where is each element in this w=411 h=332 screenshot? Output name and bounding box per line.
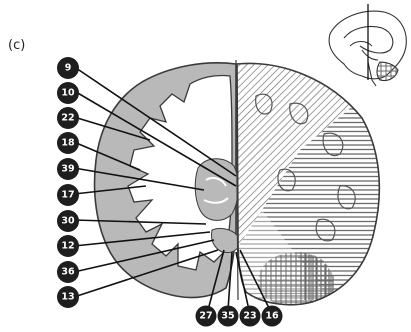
label-badge: 30 bbox=[57, 210, 79, 232]
label-badge: 13 bbox=[57, 286, 79, 308]
label-badge: 22 bbox=[57, 107, 79, 129]
label-badge: 16 bbox=[262, 306, 283, 327]
label-badge: 18 bbox=[57, 132, 79, 154]
label-badge: 9 bbox=[57, 57, 79, 79]
label-badge: 36 bbox=[57, 261, 79, 283]
label-badge: 10 bbox=[57, 82, 79, 104]
badge-label: 30 bbox=[61, 216, 75, 227]
badge-label: 27 bbox=[199, 311, 212, 322]
sagittal-inset bbox=[329, 4, 406, 86]
panel-label: (c) bbox=[8, 38, 25, 53]
label-badge: 35 bbox=[218, 306, 239, 327]
bottom-badges: 27 35 23 16 bbox=[196, 306, 283, 327]
badge-label: 23 bbox=[243, 311, 256, 322]
badge-label: 13 bbox=[61, 292, 74, 303]
label-badge: 39 bbox=[57, 158, 79, 180]
badge-label: 16 bbox=[265, 311, 279, 322]
badge-label: 35 bbox=[221, 311, 234, 322]
badge-label: 18 bbox=[61, 138, 75, 149]
label-badge: 12 bbox=[57, 235, 79, 257]
vascular-territories bbox=[236, 55, 400, 315]
badge-label: 36 bbox=[61, 267, 75, 278]
badge-label: 9 bbox=[65, 63, 72, 74]
badge-label: 10 bbox=[61, 88, 75, 99]
badge-label: 12 bbox=[61, 241, 74, 252]
badge-label: 22 bbox=[61, 113, 74, 124]
label-badge: 23 bbox=[240, 306, 261, 327]
left-badges: 9 10 22 18 39 17 bbox=[57, 57, 79, 308]
badge-label: 39 bbox=[61, 164, 74, 175]
label-badge: 17 bbox=[57, 184, 79, 206]
label-badge: 27 bbox=[196, 306, 217, 327]
badge-label: 17 bbox=[61, 190, 74, 201]
